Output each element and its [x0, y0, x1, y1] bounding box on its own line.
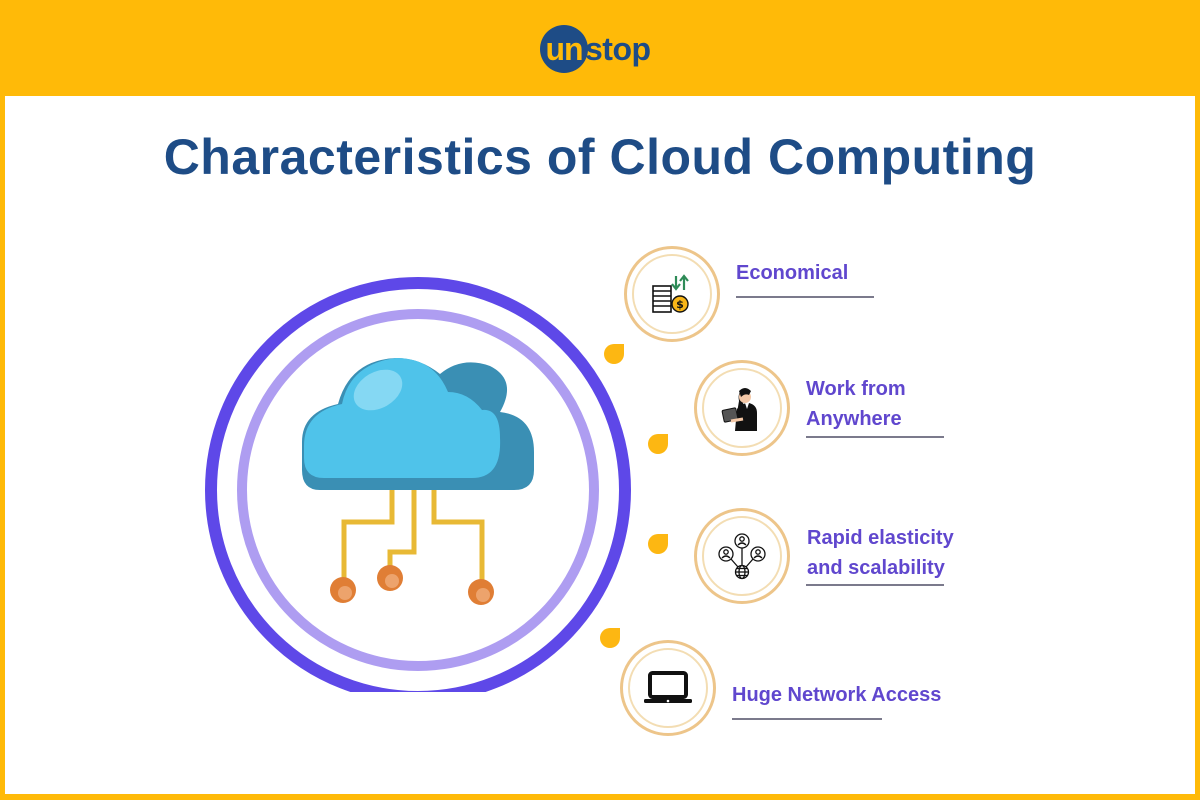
unstop-logo[interactable]: un stop — [540, 24, 651, 74]
elasticity-underline — [806, 584, 944, 586]
accent-drop-3 — [648, 534, 668, 554]
coins-exchange-icon: $ — [652, 274, 689, 313]
elasticity-label-line2: and scalability — [807, 557, 945, 579]
elasticity-label: Rapid elasticity and scalability — [807, 523, 954, 583]
economical-icon-ring: $ — [624, 246, 720, 342]
elasticity-icon-ring — [694, 508, 790, 604]
laptop-icon — [644, 671, 692, 703]
users-network-icon — [718, 533, 766, 580]
work-anywhere-label: Work from Anywhere — [806, 374, 906, 434]
logo-part1: un — [545, 31, 583, 67]
logo-part2: stop — [585, 30, 651, 67]
accent-drop-4 — [600, 628, 620, 648]
accent-drop-1 — [604, 344, 624, 364]
work-anywhere-label-line2: Anywhere — [806, 408, 902, 430]
page-title: Characteristics of Cloud Computing — [163, 129, 1037, 185]
network-access-icon-ring — [620, 640, 716, 736]
content-panel — [5, 96, 1195, 794]
accent-drop-2 — [648, 434, 668, 454]
elasticity-label-line1: Rapid elasticity — [807, 527, 954, 549]
network-access-underline — [732, 718, 882, 720]
person-tablet-icon — [721, 388, 757, 431]
cloud-network-icon — [205, 277, 631, 692]
economical-label: Economical — [736, 262, 849, 284]
work-anywhere-underline — [806, 436, 944, 438]
economical-underline — [736, 296, 874, 298]
logo-circle: un — [540, 25, 588, 73]
work-anywhere-icon-ring — [694, 360, 790, 456]
network-access-label: Huge Network Access — [732, 684, 942, 706]
work-anywhere-label-line1: Work from — [806, 378, 906, 400]
svg-text:$: $ — [676, 298, 684, 311]
header-bar: un stop — [0, 0, 1200, 96]
